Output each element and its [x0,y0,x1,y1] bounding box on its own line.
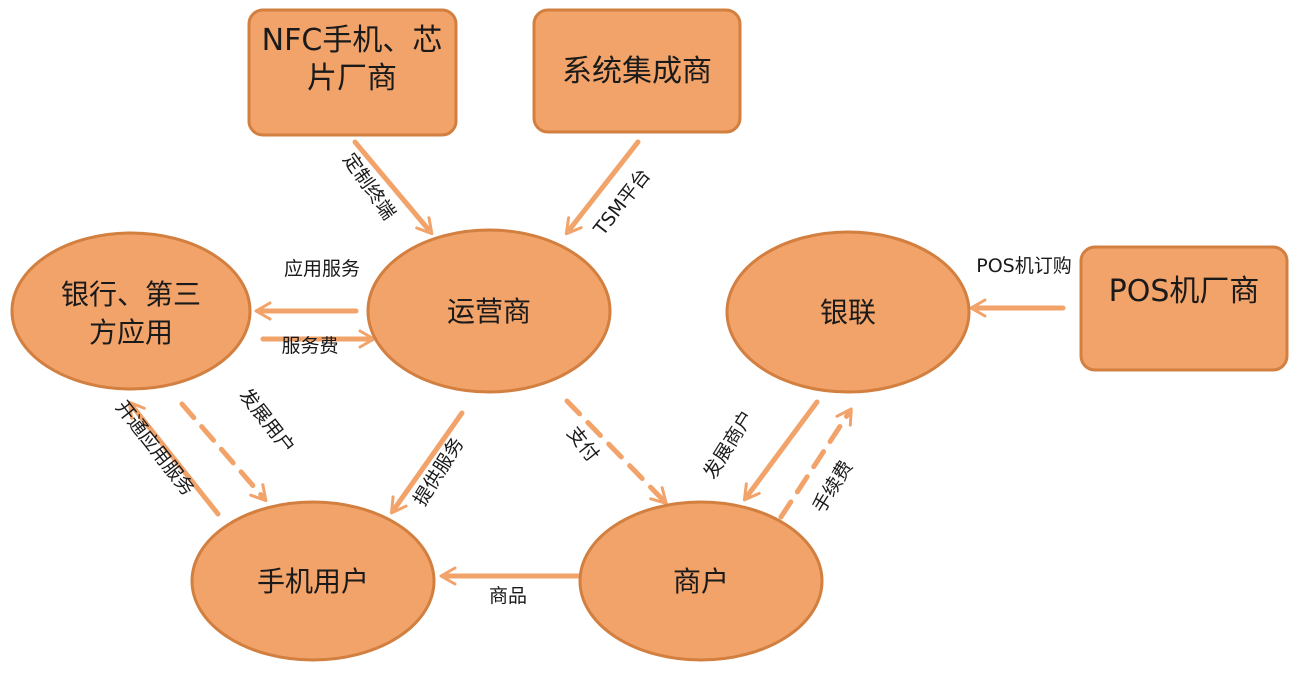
system-integrator-label: 系统集成商 [562,54,712,89]
arrow-provide-service [390,410,465,515]
edge-label-app-service: 应用服务 [284,258,360,280]
unionpay-label: 银联 [820,296,876,329]
nfc-vendor-label-line2: 片厂商 [307,61,397,96]
arrow-develop-users [179,401,268,503]
operator-label: 运营商 [447,295,531,328]
node-unionpay [725,230,971,394]
node-merchant [578,500,824,662]
edge-label-develop-users: 发展用户 [235,385,299,458]
mobile-user-label: 手机用户 [257,565,369,598]
arrow-custom-terminal [352,139,434,236]
node-bank-third-party [10,231,252,391]
arrow-open-app-service [127,400,221,517]
bank-third-party-label-line1: 银行、第三 [61,278,201,311]
node-nfc-vendor [247,8,458,137]
edge-label-open-app-service: 开通应用服务 [111,397,199,500]
node-system-integrator [532,8,742,134]
pos-vendor-label: POS机厂商 [1109,274,1260,309]
edge-label-pos-purchase: POS机订购 [976,255,1071,277]
arrow-develop-merchants [742,399,820,502]
arrow-tsm-platform [564,139,641,236]
bank-third-party-label-line2: 方应用 [89,316,173,349]
node-pos-vendor [1079,245,1289,372]
edge-label-service-fee: 服务费 [281,335,338,357]
merchant-label: 商户 [673,565,729,598]
nfc-vendor-label-line1: NFC手机、芯 [262,23,443,58]
node-operator [366,228,612,394]
edge-label-goods: 商品 [489,585,527,607]
edge-label-develop-merchants: 发展商户 [699,407,758,483]
arrow-payment [564,398,668,505]
edge-label-tsm-platform: TSM平台 [589,165,655,241]
node-mobile-user [190,500,436,662]
arrow-handling-fee [778,407,853,520]
